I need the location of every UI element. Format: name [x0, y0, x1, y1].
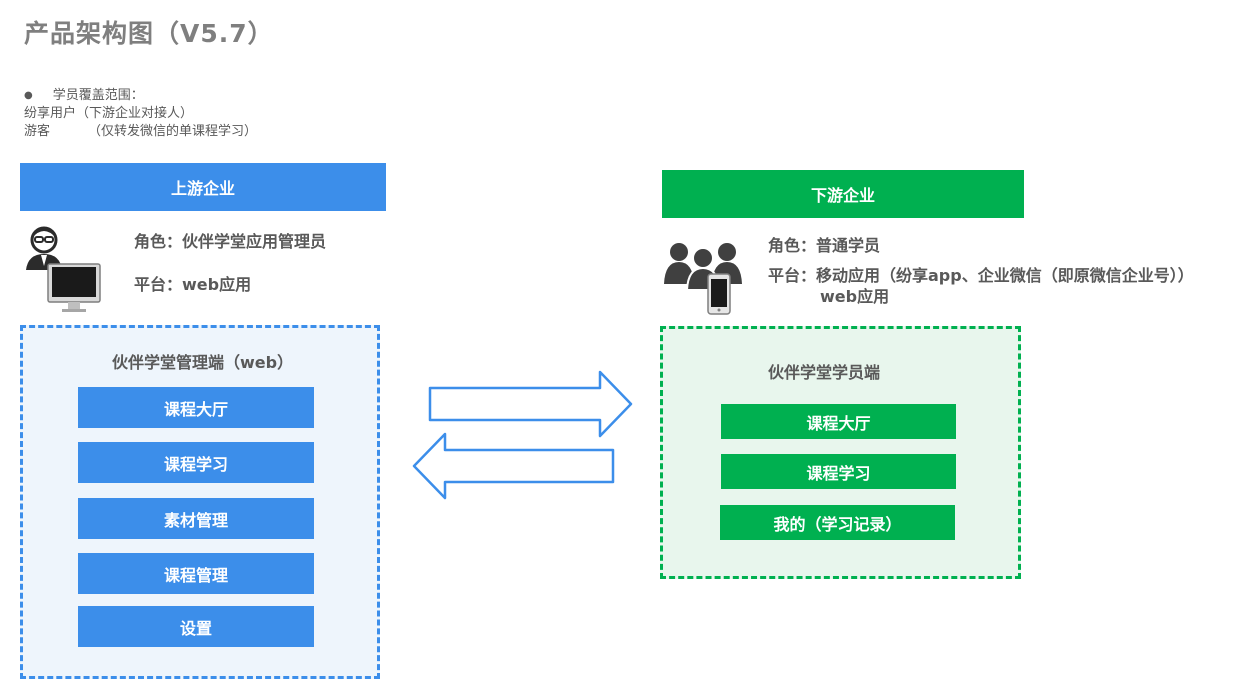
downstream-header: 下游企业: [662, 170, 1024, 218]
downstream-role: 角色：普通学员: [768, 236, 881, 255]
downstream-platform: 平台：移动应用（纷享app、企业微信（即原微信企业号））: [768, 266, 1194, 285]
downstream-panel-title: 伙伴学堂学员端: [768, 363, 881, 382]
desktop-monitor-icon: [47, 263, 101, 312]
upstream-role: 角色：伙伴学堂应用管理员: [134, 232, 327, 251]
student-course-study-button[interactable]: 课程学习: [721, 454, 956, 489]
arrow-left-icon: [412, 432, 615, 500]
course-hall-button[interactable]: 课程大厅: [78, 387, 314, 428]
page-title: 产品架构图（V5.7）: [24, 19, 274, 48]
downstream-platform-web: web应用: [820, 287, 890, 306]
upstream-icon-group: [26, 226, 101, 312]
upstream-platform: 平台：web应用: [134, 275, 252, 294]
material-management-button[interactable]: 素材管理: [78, 498, 314, 539]
my-learning-records-button[interactable]: 我的（学习记录）: [720, 505, 955, 540]
arrow-right-icon: [428, 370, 633, 438]
course-study-button[interactable]: 课程学习: [78, 442, 314, 483]
settings-button[interactable]: 设置: [78, 606, 314, 647]
bullet-icon: ●: [24, 90, 33, 101]
coverage-heading: ● 学员覆盖范围：: [24, 84, 144, 103]
student-course-hall-button[interactable]: 课程大厅: [721, 404, 956, 439]
downstream-icon-group: [664, 243, 742, 315]
coverage-line-1: 纷享用户（下游企业对接人）: [24, 106, 194, 121]
coverage-line-2-desc: （仅转发微信的单课程学习）: [88, 124, 258, 139]
sync-arrows: [412, 370, 633, 500]
smartphone-icon: [707, 273, 731, 315]
user-group-icon: [664, 243, 742, 291]
course-management-button[interactable]: 课程管理: [78, 553, 314, 594]
upstream-header: 上游企业: [20, 163, 386, 211]
upstream-panel-title: 伙伴学堂管理端（web）: [112, 353, 294, 372]
coverage-line-2: 游客 （仅转发微信的单课程学习）: [24, 120, 257, 139]
coverage-heading-text: 学员覆盖范围：: [52, 88, 144, 103]
coverage-line-2-label: 游客: [24, 124, 51, 139]
